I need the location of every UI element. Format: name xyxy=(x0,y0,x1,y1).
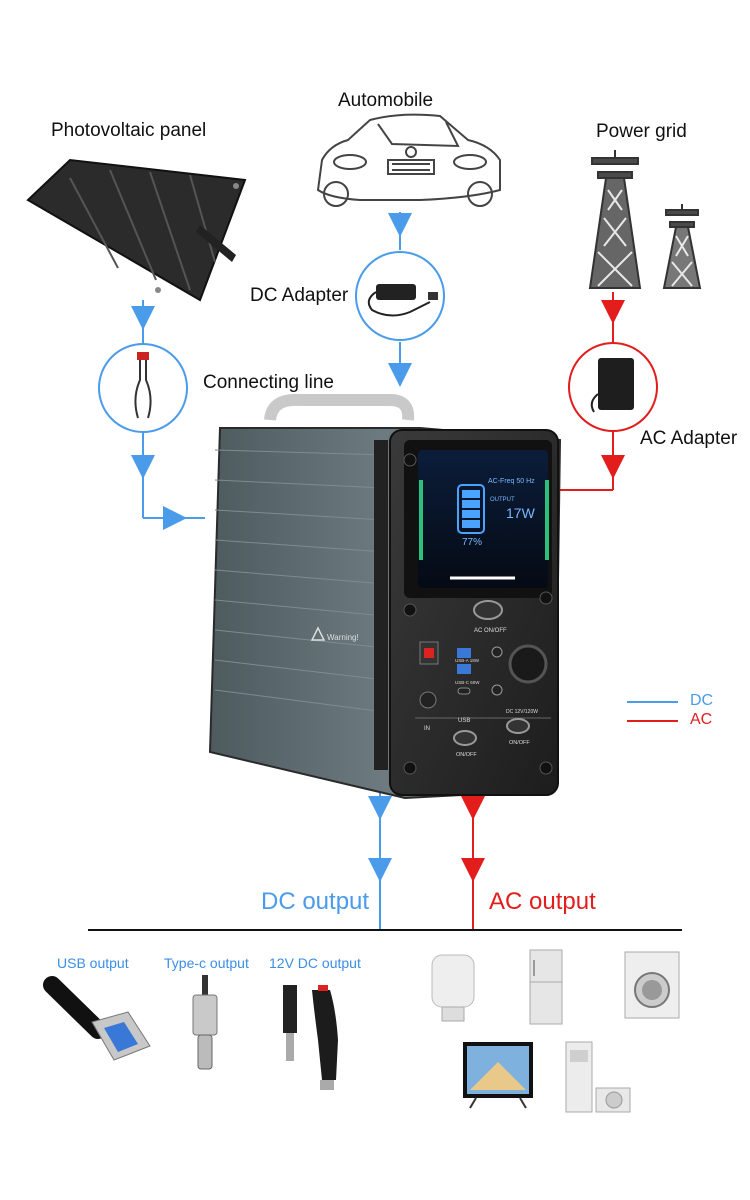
power-grid-label: Power grid xyxy=(596,121,687,142)
automobile-label: Automobile xyxy=(338,90,434,111)
dc12v-output-label: 12V DC output xyxy=(269,955,361,971)
washing-machine-image xyxy=(624,951,680,1019)
bulb-image xyxy=(431,954,475,1022)
dc-onoff-label: ON/OFF xyxy=(509,740,530,746)
screen-percent-text: 77% xyxy=(462,537,482,548)
typec-cable-image xyxy=(192,975,218,1070)
refrigerator-image xyxy=(529,949,563,1025)
ac-adapter-circle xyxy=(568,342,658,432)
automobile-image xyxy=(316,113,501,207)
ac-arrow-heads xyxy=(461,300,625,882)
legend xyxy=(627,701,678,722)
screen-output-label: OUTPUT xyxy=(490,497,515,503)
legend-dc-label: DC xyxy=(690,692,714,709)
dc-output-label: DC output xyxy=(261,888,370,915)
dc-adapter-circle xyxy=(355,251,445,341)
ac-onoff-label: AC ON/OFF xyxy=(474,628,507,634)
tv-image xyxy=(463,1042,533,1109)
usb-onoff-label: ON/OFF xyxy=(456,752,477,758)
usb-cable-image xyxy=(43,976,151,1061)
in-label: IN xyxy=(424,726,430,732)
dc-arrow-heads xyxy=(131,213,412,882)
dc-rating-label: DC 12V/120W xyxy=(506,709,538,715)
connecting-line-circle xyxy=(98,343,188,433)
usb-label: USB xyxy=(458,718,470,724)
usb-a-label: USB-A 18W xyxy=(455,658,480,663)
solar-panel-image xyxy=(26,158,247,302)
typec-output-label: Type-c output xyxy=(164,955,249,971)
usb-output-label: USB output xyxy=(57,955,129,971)
warning-label: Warning! xyxy=(327,633,359,642)
ac-output-label: AC output xyxy=(489,888,596,915)
air-conditioner-image xyxy=(565,1041,631,1113)
dc12v-cable-image xyxy=(283,985,338,1090)
power-station-device xyxy=(208,393,562,800)
ac-adapter-label: AC Adapter xyxy=(640,428,738,449)
photovoltaic-panel-label: Photovoltaic panel xyxy=(51,120,207,141)
screen-freq-text: AC-Freq 50 Hz xyxy=(488,478,535,485)
screen-watts-text: 17W xyxy=(506,505,536,521)
legend-ac-label: AC xyxy=(690,711,713,728)
dc-adapter-label: DC Adapter xyxy=(250,285,349,306)
power-grid-image xyxy=(588,150,702,289)
connecting-line-label: Connecting line xyxy=(203,372,334,393)
usb-c-label: USB-C 60W xyxy=(455,680,480,685)
